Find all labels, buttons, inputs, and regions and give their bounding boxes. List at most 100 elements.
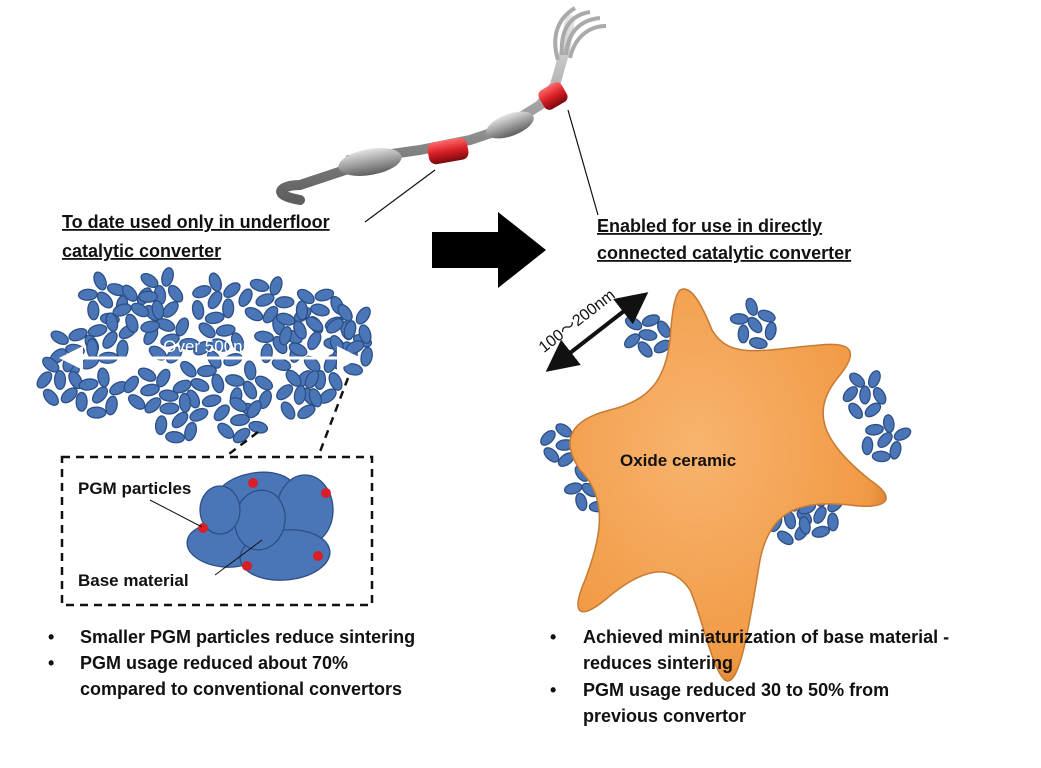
right-heading-line2: connected catalytic converter bbox=[597, 243, 851, 263]
particle bbox=[229, 396, 248, 412]
particle bbox=[167, 284, 184, 303]
muffler bbox=[338, 148, 402, 176]
left-heading-line2: catalytic converter bbox=[62, 241, 221, 261]
particle bbox=[310, 303, 330, 317]
particle bbox=[842, 386, 858, 403]
particle bbox=[217, 422, 235, 439]
particle bbox=[274, 296, 295, 309]
particle bbox=[798, 516, 811, 535]
particle bbox=[255, 293, 275, 307]
particle bbox=[355, 306, 371, 325]
particle bbox=[764, 321, 777, 341]
particle bbox=[160, 333, 180, 347]
particle bbox=[280, 401, 296, 420]
particle bbox=[151, 300, 165, 320]
bullet-text: Achieved miniaturization of base materia… bbox=[583, 627, 949, 647]
bullet-dot: • bbox=[550, 680, 556, 700]
oxide-ceramic-label: Oxide ceramic bbox=[620, 451, 736, 470]
particle bbox=[297, 404, 316, 420]
particle bbox=[242, 380, 258, 400]
particle bbox=[360, 346, 373, 367]
particle bbox=[211, 373, 225, 394]
particle bbox=[540, 429, 556, 446]
particle bbox=[254, 330, 275, 344]
particle bbox=[222, 298, 235, 319]
base-material-label: Base material bbox=[78, 571, 189, 590]
pgm-particle bbox=[248, 478, 258, 488]
particle bbox=[889, 440, 902, 460]
particle bbox=[105, 395, 118, 416]
direct-connected-converter bbox=[538, 82, 568, 110]
particle bbox=[232, 427, 251, 444]
particle bbox=[87, 324, 108, 337]
pointer-line bbox=[567, 109, 599, 216]
exhaust-manifold bbox=[553, 6, 607, 61]
particle bbox=[191, 299, 205, 320]
bullet-text: previous convertor bbox=[583, 706, 746, 726]
particle bbox=[137, 367, 157, 382]
particle bbox=[293, 320, 307, 340]
pointer-line bbox=[364, 169, 436, 223]
particle bbox=[745, 297, 758, 316]
bullet-dot: • bbox=[48, 653, 54, 673]
pointer-line bbox=[149, 499, 203, 528]
particle bbox=[304, 370, 320, 389]
muffler bbox=[486, 111, 534, 139]
particle bbox=[162, 301, 179, 318]
bullet-text: PGM usage reduced about 70% bbox=[80, 653, 348, 673]
bullet-text: compared to conventional convertors bbox=[80, 679, 402, 699]
pgm-particles-label: PGM particles bbox=[78, 479, 191, 498]
particle bbox=[144, 397, 162, 414]
particle bbox=[638, 329, 658, 341]
particle bbox=[776, 530, 794, 546]
particle bbox=[244, 360, 257, 381]
particle bbox=[893, 427, 912, 441]
particle bbox=[123, 375, 140, 394]
particle bbox=[244, 306, 264, 322]
left-bullets: • Smaller PGM particles reduce sintering… bbox=[48, 627, 415, 699]
particle bbox=[192, 285, 212, 299]
particle bbox=[213, 404, 230, 422]
particle bbox=[96, 291, 114, 309]
bullet-text: reduces sintering bbox=[583, 653, 733, 673]
particle bbox=[140, 383, 160, 397]
size-arrow-icon bbox=[545, 292, 649, 372]
pointer-line bbox=[214, 539, 263, 576]
base-material-particle bbox=[199, 485, 241, 535]
particle bbox=[624, 316, 643, 331]
particle bbox=[729, 313, 749, 325]
pgm-particle bbox=[321, 488, 331, 498]
particle bbox=[757, 309, 776, 323]
particle bbox=[189, 407, 209, 422]
particle bbox=[543, 447, 560, 463]
bullet-dot: • bbox=[550, 627, 556, 647]
particle bbox=[204, 311, 225, 325]
particle bbox=[36, 371, 53, 389]
particle bbox=[50, 330, 69, 346]
particle bbox=[230, 413, 250, 427]
particle bbox=[813, 506, 827, 524]
particle bbox=[867, 370, 881, 389]
particle bbox=[60, 387, 78, 404]
particle bbox=[827, 512, 839, 532]
particle bbox=[278, 326, 293, 346]
right-bullets: • Achieved miniaturization of base mater… bbox=[550, 627, 949, 726]
particle bbox=[140, 320, 161, 333]
particle bbox=[859, 385, 871, 405]
particle bbox=[68, 328, 88, 342]
particle bbox=[224, 374, 245, 387]
particle bbox=[343, 320, 357, 340]
particle bbox=[138, 290, 159, 303]
particle bbox=[305, 316, 324, 332]
particle bbox=[258, 389, 272, 410]
zoom-guide-line bbox=[224, 431, 259, 458]
particle bbox=[97, 367, 110, 388]
particle bbox=[125, 313, 139, 333]
particle bbox=[877, 432, 893, 448]
pgm-particle bbox=[198, 523, 208, 533]
particle bbox=[865, 423, 884, 436]
pgm-particle bbox=[313, 551, 323, 561]
particle bbox=[161, 267, 174, 287]
particle bbox=[358, 324, 372, 344]
bullet-text: Smaller PGM particles reduce sintering bbox=[80, 627, 415, 647]
